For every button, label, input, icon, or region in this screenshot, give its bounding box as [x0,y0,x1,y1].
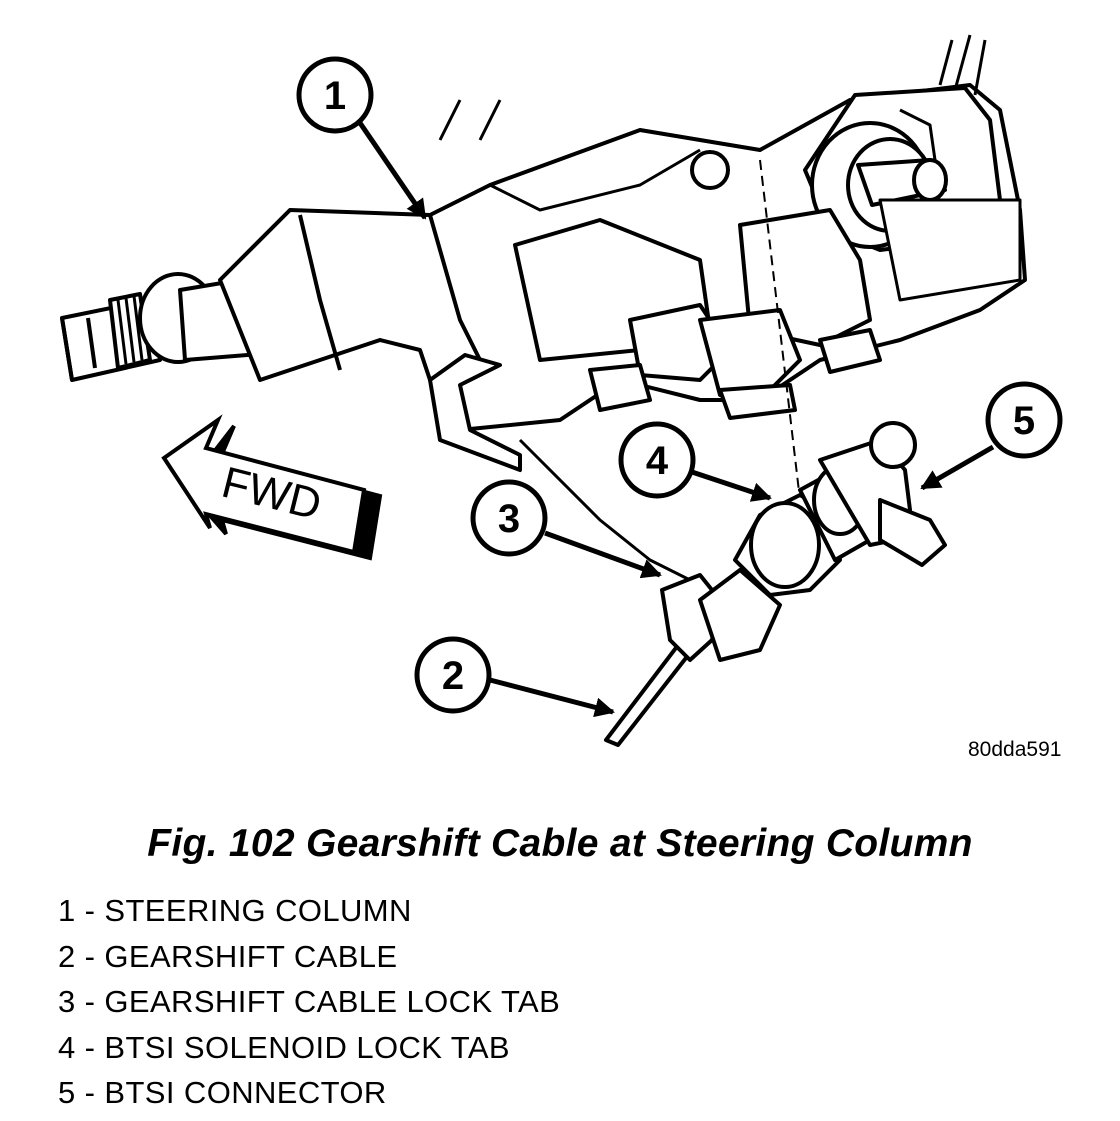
legend-item: 2 - GEARSHIFT CABLE [58,938,398,974]
callout-1: 1 [296,56,374,134]
leader-4 [691,469,772,502]
figure-caption: Fig. 102 Gearshift Cable at Steering Col… [147,822,973,865]
svg-text:1: 1 [324,74,346,118]
steering-column-drawing [60,34,1027,582]
leader-3 [544,530,662,579]
callout-2: 2 [414,636,492,714]
callout-5: 5 [985,381,1063,459]
legend-item: 1 - STEERING COLUMN [58,893,412,928]
legend-item: 3 - GEARSHIFT CABLE LOCK TAB [58,984,561,1019]
leader-2 [489,677,615,718]
fwd-arrow: FWD [161,414,383,561]
callout-3: 3 [470,479,548,557]
svg-text:2: 2 [442,654,464,698]
gearshift-cable-drawing [604,421,947,747]
figure-code: 80dda591 [968,738,1062,761]
legend-item: 5 - BTSI CONNECTOR [58,1075,387,1110]
gearshift-cable-illustration: FWD 1 2 3 4 5 [60,34,1063,747]
leader-5 [920,444,995,491]
svg-text:3: 3 [498,497,520,541]
svg-text:4: 4 [646,439,669,483]
callouts: 1 2 3 4 5 [296,56,1063,714]
legend-list: 1 - STEERING COLUMN 2 - GEARSHIFT CABLE … [58,888,560,1116]
legend-item: 4 - BTSI SOLENOID LOCK TAB [58,1029,510,1065]
svg-text:5: 5 [1013,399,1035,443]
leader-lines [355,118,995,718]
callout-4: 4 [618,421,696,499]
leader-1 [355,118,428,220]
